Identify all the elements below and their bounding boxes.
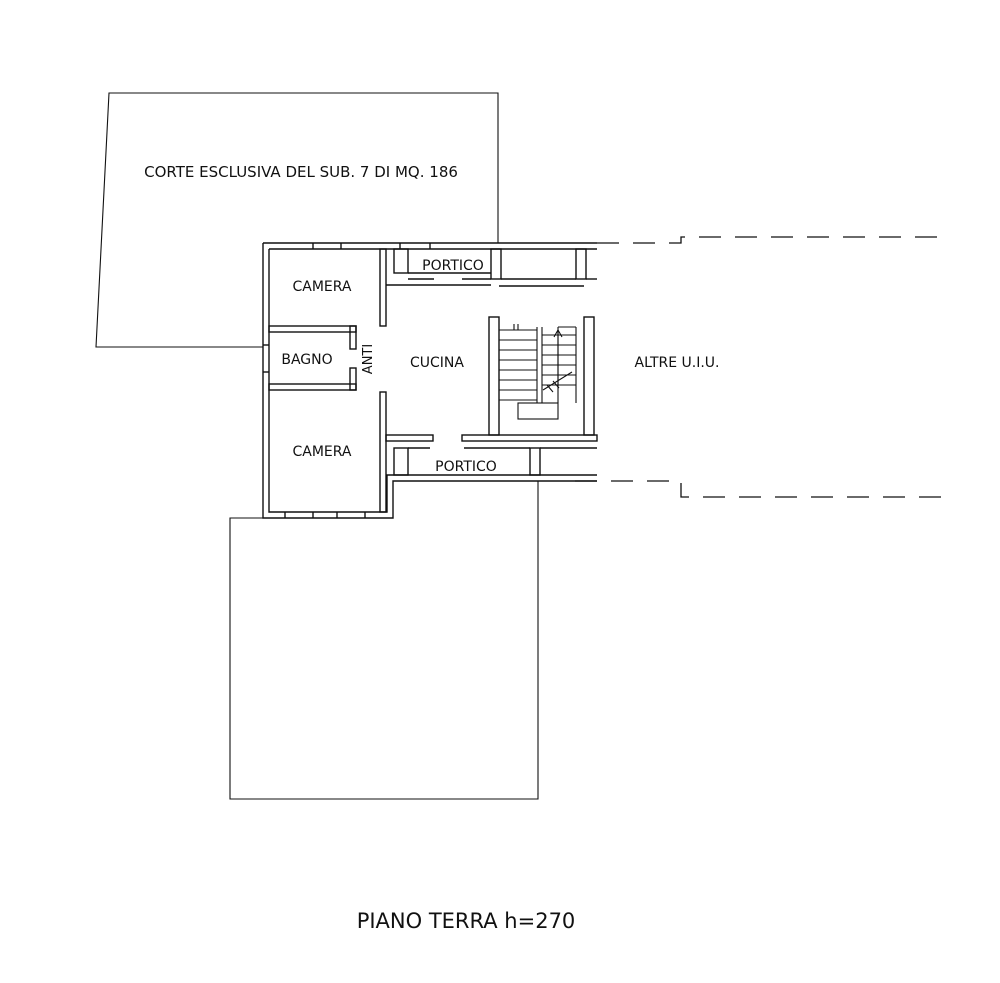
adjacent-boundary-top (597, 236, 950, 244)
room-label-portico-bottom: PORTICO (435, 459, 497, 475)
portico-top-outline (393, 248, 597, 280)
exterior-walls (262, 242, 597, 519)
room-label-portico-top: PORTICO (422, 258, 484, 274)
interior-walls (268, 248, 598, 513)
staircase (499, 324, 577, 420)
court-boundary-top (95, 92, 499, 348)
plan-title: PIANO TERRA h=270 (357, 909, 576, 933)
room-label-camera-bottom: CAMERA (292, 444, 351, 460)
adjacent-boundary-bottom (575, 480, 950, 498)
room-label-camera-top: CAMERA (292, 279, 351, 295)
court-boundary-bottom (229, 481, 539, 800)
room-label-altre-uiu: ALTRE U.I.U. (635, 355, 720, 371)
room-label-bagno: BAGNO (281, 352, 332, 368)
court-label: CORTE ESCLUSIVA DEL SUB. 7 DI MQ. 186 (144, 163, 458, 181)
room-label-cucina: CUCINA (410, 355, 464, 371)
room-label-anti: ANTI (361, 344, 376, 374)
portico-bottom-outline (393, 447, 597, 476)
